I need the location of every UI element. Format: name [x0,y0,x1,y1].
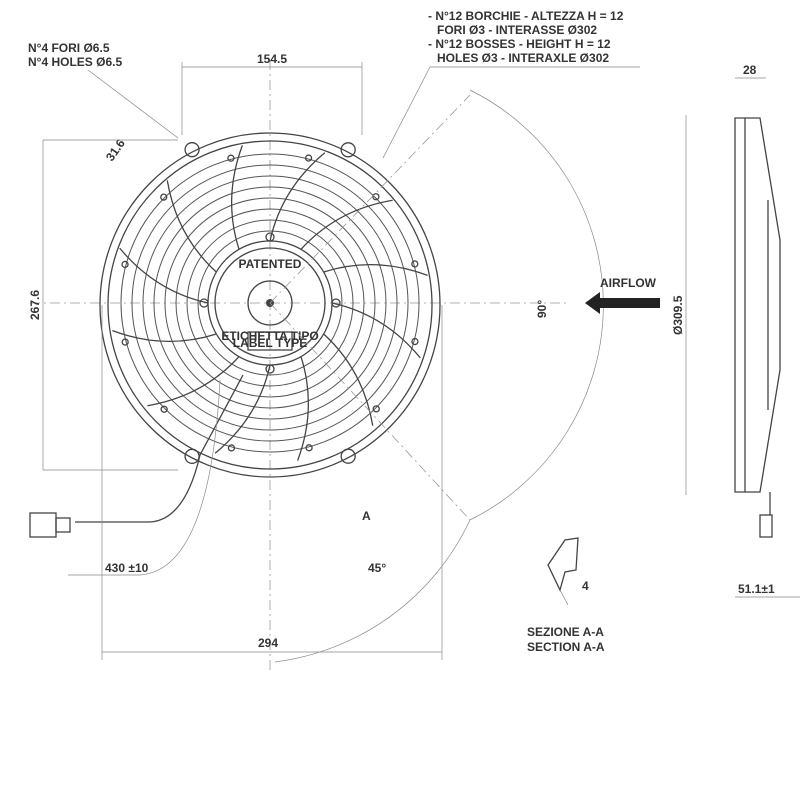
boss-hole [411,337,419,346]
dim-side-depth: 51.1±1 [738,582,775,596]
fan-blade-spoke [119,247,209,304]
motor-screw [331,298,341,308]
dim-diag: 31.6 [103,136,128,163]
grille-ring [164,197,376,409]
patented-text: PATENTED [239,257,302,271]
mounting-hole [184,448,200,464]
boss-hole [227,154,235,162]
grille-ring [153,186,387,420]
boss-hole [372,405,380,413]
grille-ring [197,230,343,376]
dim-depth: 28 [743,63,757,77]
label-plate [247,331,293,351]
mounting-hole [340,448,356,464]
holes-leader [87,69,179,139]
label-type-it: ETICHETTA TIPO [221,329,318,343]
motor-screw [199,298,209,308]
fan-blade-spoke [300,199,393,250]
label-type-en: LABEL TYPE [233,336,307,350]
fan-blade-spoke [297,356,310,461]
grille-ring [120,153,420,453]
fan-blade-spoke [323,263,428,276]
fan-frame-outer [99,132,441,478]
connector [29,512,57,538]
holes-note-it: N°4 FORI Ø6.5 [28,41,110,55]
fan-blade-spoke [323,333,374,426]
boss-hole [304,154,313,162]
connector-body [55,517,71,533]
cable [75,374,244,523]
section-title-it: SEZIONE A-A [527,625,604,639]
motor-shaft-cap [247,280,293,326]
boss-hole [305,444,313,452]
grille-ring [175,208,365,398]
grille-ring [142,175,398,431]
section-detail [547,537,579,592]
section-marker: A [362,509,371,523]
bosses-leader [382,66,431,159]
dim-top-width: 154.5 [257,52,287,66]
fan-side-view [734,117,781,538]
bosses-note-it-2: FORI Ø3 - INTERASSE Ø302 [437,23,597,37]
boss-hole [160,405,168,413]
motor-hub-inner [214,247,326,359]
dim-cable: 430 ±10 [105,561,149,575]
bosses-note-it-1: - N°12 BORCHIE - ALTEZZA H = 12 [428,9,624,23]
holes-note-en: N°4 HOLES Ø6.5 [28,55,122,69]
section-dim-ext [559,589,569,606]
bosses-note-en-2: HOLES Ø3 - INTERAXLE Ø302 [437,51,609,65]
angle-ray [269,302,471,521]
fan-blade-spoke [166,180,217,273]
boss-hole [227,444,236,452]
dim-angle-45: 45° [368,561,386,575]
mounting-hole [184,142,200,158]
dim-angle-90: 90° [535,300,549,318]
grille-ring [186,219,354,387]
motor-screw [265,232,275,242]
angle-ray [269,94,471,304]
boss-hole [160,193,168,201]
angle-arc-45 [274,519,471,663]
fan-front-view: PATENTED ETICHETTA TIPO LABEL TYPE [99,132,441,478]
fan-blade-spoke [112,330,217,343]
boss-hole [121,260,129,269]
bosses-note-en-1: - N°12 BOSSES - HEIGHT H = 12 [428,37,611,51]
motor-screw [265,364,275,374]
dim-section-thk: 4 [582,579,589,593]
airflow-label: AIRFLOW [600,276,657,290]
cable-dim-line [68,379,221,576]
grille-ring [131,164,409,442]
boss-hole [372,193,380,201]
fan-blade-spoke [147,356,240,407]
side-profile [734,117,781,493]
side-connector [759,514,773,538]
fan-blade-spoke [269,152,326,242]
fan-blade-spoke [214,364,271,454]
fan-blade-spoke [331,302,421,359]
boss-hole [121,338,129,346]
fan-frame-inner [107,140,433,470]
airflow-arrow-icon [585,292,660,314]
section-title-en: SECTION A-A [527,640,605,654]
dim-width: 294 [258,636,278,650]
fan-blade-spoke [230,145,243,250]
mounting-hole [340,142,356,158]
boss-hole [411,260,419,268]
dim-diameter: Ø309.5 [671,295,685,335]
dim-height: 267.6 [28,290,42,320]
